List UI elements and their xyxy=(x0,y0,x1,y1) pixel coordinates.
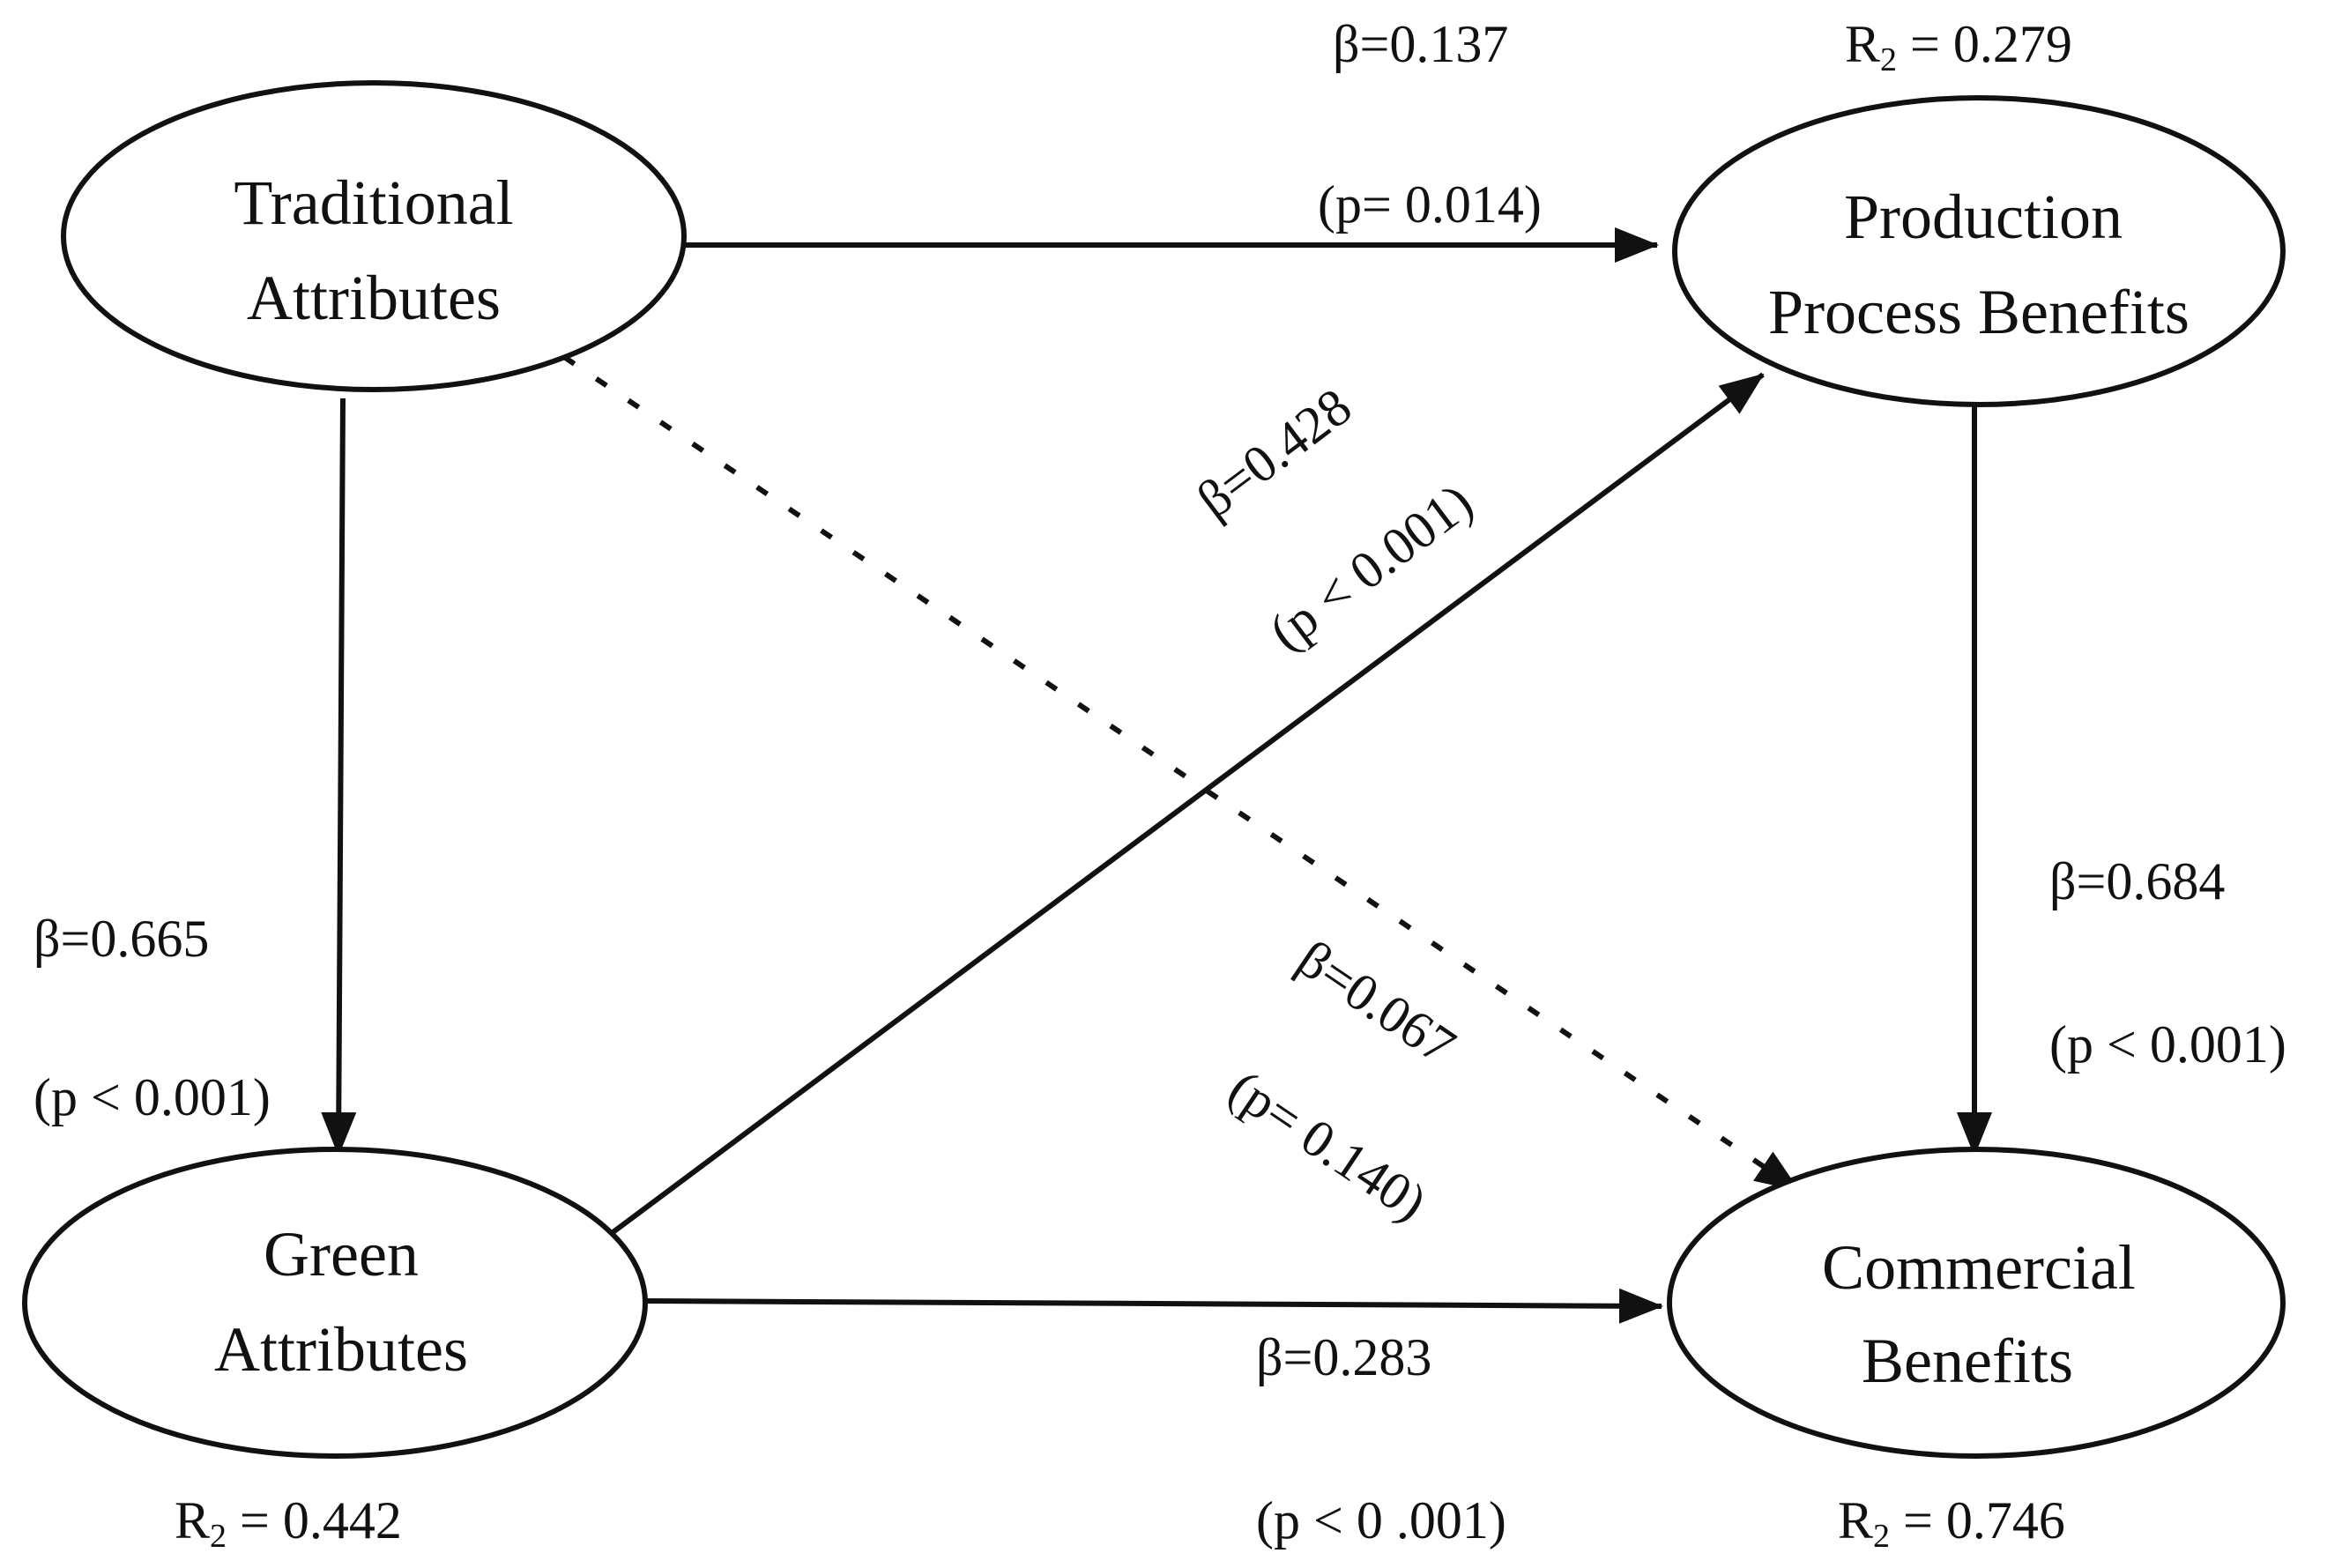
r-squared-production-label: R xyxy=(1845,15,1880,73)
r-squared-commercial-value: = 0.746 xyxy=(1890,1491,2065,1549)
node-traditional-line2: Attributes xyxy=(247,263,501,333)
beta-green-to-comm: β=0.283 xyxy=(1256,1328,1431,1386)
node-green-line1: Green xyxy=(264,1219,419,1289)
node-production-process-benefits: Production Process Benefits xyxy=(1672,95,2286,407)
node-commercial-line2: Benefits xyxy=(1862,1326,2073,1396)
beta-green-to-prod: β=0.428 xyxy=(1186,377,1362,530)
node-traditional-line1: Traditional xyxy=(234,167,513,238)
node-commercial-line1: Commercial xyxy=(1822,1232,2136,1303)
r-squared-commercial-sub: 2 xyxy=(1873,1518,1890,1555)
p-trad-to-prod: (p= 0.014) xyxy=(1318,175,1542,234)
r-squared-commercial-label: R xyxy=(1838,1491,1873,1549)
r-squared-production-value: = 0.279 xyxy=(1897,15,2072,73)
p-prod-to-comm: (p < 0.001) xyxy=(2049,1015,2286,1074)
node-production-line2: Process Benefits xyxy=(1768,277,2190,347)
r-squared-production-sub: 2 xyxy=(1880,41,1897,78)
p-trad-to-green: (p < 0.001) xyxy=(33,1068,271,1126)
node-traditional-attributes: Traditional Attributes xyxy=(61,80,687,392)
arrow-traditional-to-commercial-dashed xyxy=(562,354,1800,1193)
r-squared-green-value: = 0.442 xyxy=(227,1491,402,1549)
p-green-to-comm: (p < 0 .001) xyxy=(1256,1491,1506,1549)
r-squared-green-label: R xyxy=(175,1491,210,1549)
node-green-line2: Attributes xyxy=(214,1314,468,1385)
beta-trad-to-prod: β=0.137 xyxy=(1333,15,1508,73)
p-trad-to-comm: (p= 0.140) xyxy=(1219,1059,1437,1232)
p-green-to-prod: (p < 0.001) xyxy=(1259,472,1483,661)
node-commercial-benefits: Commercial Benefits xyxy=(1667,1147,2286,1459)
node-production-line1: Production xyxy=(1844,182,2123,252)
r-squared-green: R2 = 0.442 xyxy=(175,1491,402,1555)
r-squared-production: R2 = 0.279 xyxy=(1845,15,2072,78)
arrow-green-to-production xyxy=(599,372,1765,1244)
beta-prod-to-comm: β=0.684 xyxy=(2049,852,2225,910)
beta-trad-to-green: β=0.665 xyxy=(33,910,209,968)
arrow-green-to-commercial xyxy=(643,1288,1663,1324)
beta-trad-to-comm: β=0.067 xyxy=(1288,929,1466,1075)
r-squared-commercial: R2 = 0.746 xyxy=(1838,1491,2065,1555)
node-green-attributes: Green Attributes xyxy=(22,1147,648,1459)
arrow-traditional-to-green xyxy=(321,398,357,1156)
r-squared-green-sub: 2 xyxy=(210,1518,227,1555)
